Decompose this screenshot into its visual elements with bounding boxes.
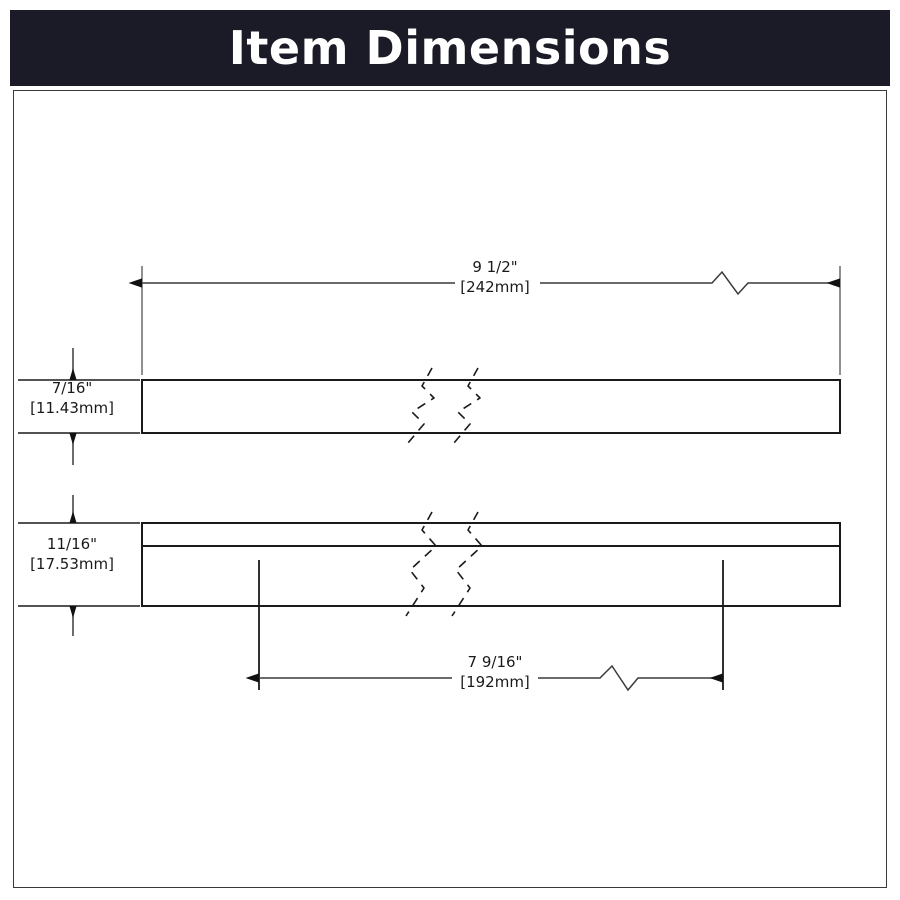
- projection-imperial: 11/16": [46, 535, 98, 553]
- overall-length-imperial: 9 1/2": [472, 258, 518, 276]
- title-bar: Item Dimensions: [10, 10, 890, 86]
- projection-label: 11/16" [17.53mm]: [8, 534, 136, 575]
- center-to-center-label: 7 9/16" [192mm]: [395, 652, 595, 693]
- depth-metric: [11.43mm]: [30, 399, 114, 418]
- center-to-center-imperial: 7 9/16": [467, 653, 523, 671]
- page-title: Item Dimensions: [228, 21, 672, 75]
- projection-metric: [17.53mm]: [30, 555, 114, 574]
- depth-imperial: 7/16": [51, 379, 93, 397]
- drawing-frame: [13, 90, 887, 888]
- depth-label: 7/16" [11.43mm]: [8, 378, 136, 419]
- overall-length-label: 9 1/2" [242mm]: [395, 257, 595, 298]
- center-to-center-metric: [192mm]: [460, 673, 530, 692]
- overall-length-metric: [242mm]: [460, 278, 530, 297]
